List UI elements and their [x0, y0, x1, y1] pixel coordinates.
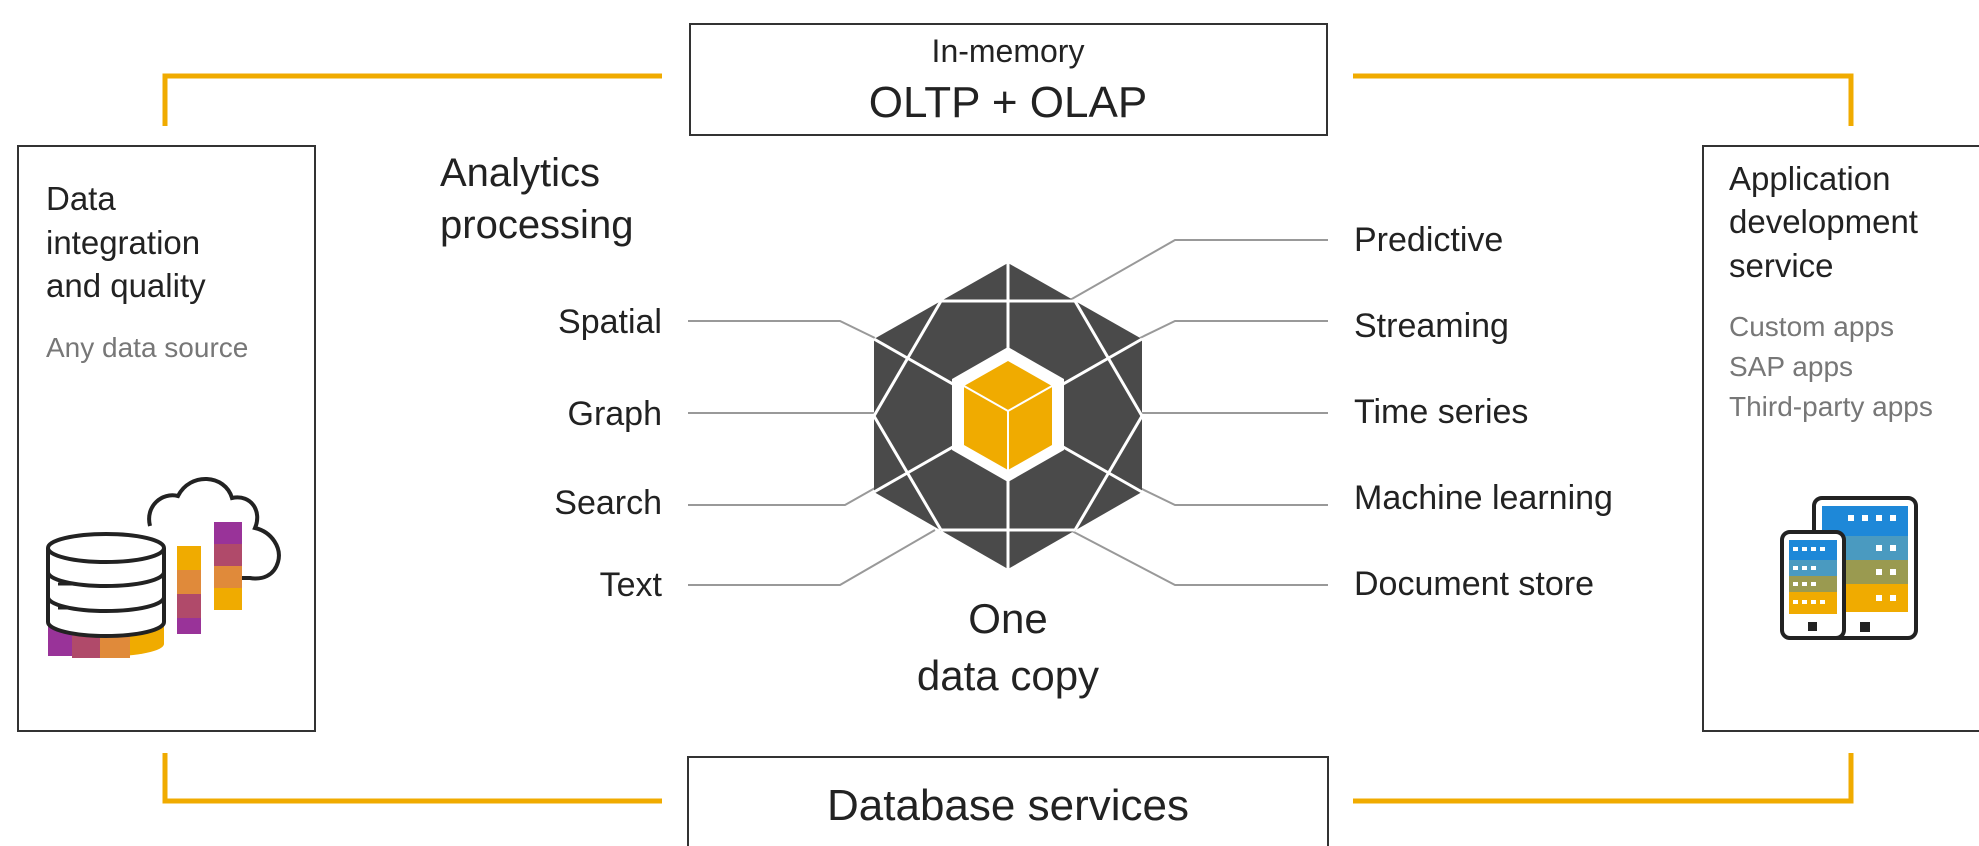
- left-panel-title-line1: Data: [46, 180, 116, 217]
- connector-machine-learning: [1139, 487, 1328, 506]
- caption-line2: data copy: [917, 652, 1099, 699]
- bottom-box: Database services: [687, 756, 1329, 846]
- right-panel: Application development service Custom a…: [1702, 145, 1979, 732]
- right-panel-item-sap-apps: SAP apps: [1729, 351, 1853, 382]
- top-box-line2: OLTP + OLAP: [869, 78, 1147, 127]
- bracket-top-right: [1353, 73, 1854, 126]
- caption-line1: One: [968, 595, 1047, 642]
- bracket-top-left: [162, 73, 662, 126]
- top-box-line1: In-memory: [932, 33, 1085, 69]
- right-panel-item-custom-apps: Custom apps: [1729, 311, 1894, 342]
- left-panel-title-line2: integration: [46, 224, 200, 261]
- left-panel-subtitle: Any data source: [46, 332, 248, 363]
- label-spatial: Spatial: [558, 303, 662, 341]
- left-panel: Data integration and quality Any data so…: [17, 145, 316, 732]
- connector-document-store: [1069, 529, 1328, 586]
- right-panel-title-line2: development: [1729, 203, 1918, 240]
- label-predictive: Predictive: [1354, 221, 1503, 259]
- right-panel-item-third-party-apps: Third-party apps: [1729, 391, 1933, 422]
- connector-text: [688, 529, 936, 586]
- label-machine-learning: Machine learning: [1354, 479, 1613, 517]
- analytics-heading-line2: processing: [440, 203, 633, 247]
- label-graph: Graph: [568, 395, 663, 433]
- bottom-box-label: Database services: [827, 781, 1189, 830]
- label-search: Search: [554, 484, 662, 522]
- bracket-bottom-right: [1353, 753, 1854, 804]
- frame-brackets: [162, 73, 1854, 804]
- top-box: In-memory OLTP + OLAP: [689, 23, 1328, 136]
- database-cloud-icon: [46, 477, 281, 658]
- hexagon-cube-icon: [872, 263, 1144, 569]
- connector-search: [688, 487, 876, 506]
- label-document-store: Document store: [1354, 565, 1594, 603]
- connector-streaming: [1139, 320, 1328, 339]
- right-panel-title-line1: Application: [1729, 160, 1890, 197]
- label-text: Text: [600, 566, 663, 604]
- label-streaming: Streaming: [1354, 307, 1509, 345]
- right-panel-title-line3: service: [1729, 247, 1834, 284]
- connector-spatial: [688, 320, 876, 339]
- mobile-devices-icon: [1780, 496, 1918, 640]
- left-panel-title-line3: and quality: [46, 267, 206, 304]
- connector-predictive: [1069, 239, 1328, 301]
- analytics-heading-line1: Analytics: [440, 151, 600, 195]
- label-time-series: Time series: [1354, 393, 1528, 431]
- connector-lines: [688, 239, 1328, 586]
- bracket-bottom-left: [162, 753, 662, 804]
